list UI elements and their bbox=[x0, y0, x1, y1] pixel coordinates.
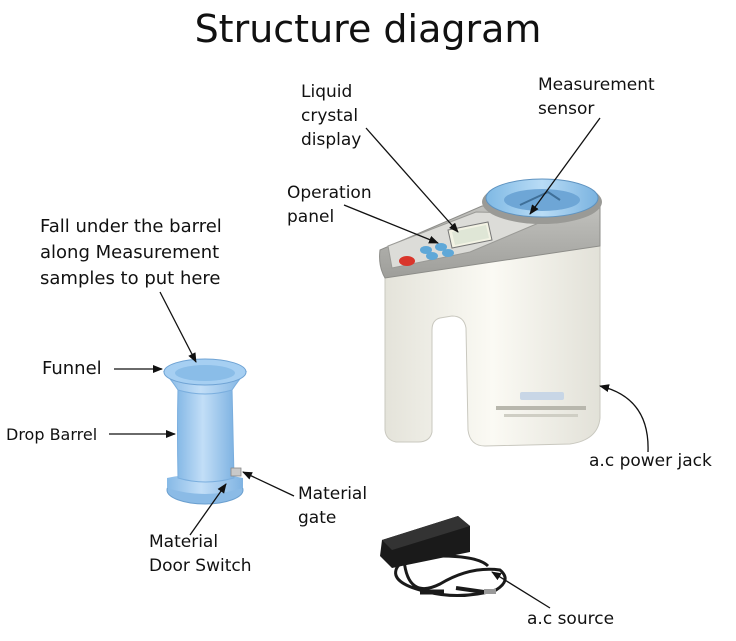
label-ac-source: a.c source bbox=[527, 609, 615, 629]
leader-panel bbox=[343, 204, 439, 244]
power-adapter-icon bbox=[380, 516, 507, 598]
label-operation-panel: Operation panel bbox=[287, 181, 372, 229]
label-fall-line-3: samples to put here bbox=[40, 268, 221, 289]
label-drop-barrel: Drop Barrel bbox=[6, 425, 98, 444]
label-funnel: Funnel bbox=[42, 358, 102, 379]
leader-power-jack bbox=[599, 384, 649, 453]
label-sensor-line-2: sensor bbox=[538, 99, 595, 119]
label-gate-line-2: gate bbox=[298, 508, 337, 528]
leader-lcd bbox=[365, 127, 459, 233]
label-fall-line-2: along Measurement bbox=[40, 242, 220, 263]
label-panel-line-2: panel bbox=[287, 207, 335, 227]
label-power-jack: a.c power jack bbox=[589, 451, 712, 471]
grain-moisture-meter-icon bbox=[379, 178, 602, 447]
leader-material-gate bbox=[242, 471, 295, 497]
leader-door-switch bbox=[189, 483, 227, 536]
diagram-title: Structure diagram bbox=[194, 7, 542, 51]
drop-barrel-icon bbox=[162, 358, 248, 505]
label-fall-instructions: Fall under the barrel along Measurement … bbox=[40, 214, 222, 292]
label-gate-line-1: Material bbox=[298, 484, 368, 504]
label-lcd: Liquid crystal display bbox=[301, 80, 361, 152]
label-lcd-line-2: crystal bbox=[301, 106, 359, 126]
leader-sensor bbox=[529, 117, 601, 215]
label-sensor-line-1: Measurement bbox=[538, 75, 655, 95]
label-measurement-sensor: Measurement sensor bbox=[538, 73, 655, 121]
label-material-gate: Material gate bbox=[298, 482, 367, 530]
leader-ac-source bbox=[491, 571, 551, 609]
leader-lines bbox=[109, 117, 649, 609]
label-fall-line-1: Fall under the barrel bbox=[40, 216, 222, 237]
label-material-door-switch: Material Door Switch bbox=[149, 530, 252, 578]
label-lcd-line-1: Liquid bbox=[301, 82, 353, 102]
label-door-line-2: Door Switch bbox=[149, 556, 252, 576]
label-lcd-line-3: display bbox=[301, 130, 362, 150]
label-door-line-1: Material bbox=[149, 532, 219, 552]
leader-fall bbox=[159, 291, 197, 363]
label-panel-line-1: Operation bbox=[287, 183, 372, 203]
